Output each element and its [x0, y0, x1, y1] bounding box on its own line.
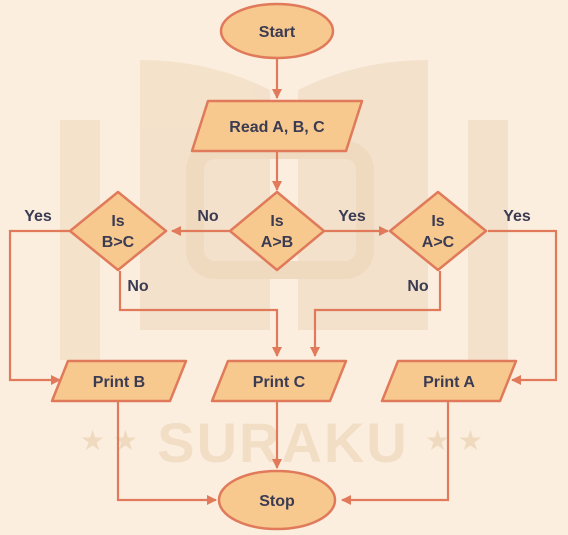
stop-label: Stop — [259, 493, 295, 510]
decision-a-gt-b: Is A>B — [228, 190, 326, 272]
label-ab-yes: Yes — [338, 208, 366, 225]
watermark-text: SURAKU — [157, 411, 409, 474]
decision-b-gt-c: Is B>C — [68, 190, 168, 272]
decision-ab-line1: Is — [270, 213, 283, 230]
watermark-star-right: ★ ★ — [425, 425, 483, 456]
print-b-node: Print B — [50, 359, 188, 403]
decision-ac-line1: Is — [431, 213, 444, 230]
decision-bc-line2: B>C — [102, 234, 135, 251]
label-ab-no: No — [197, 208, 219, 225]
print-c-label: Print C — [253, 374, 306, 391]
watermark-star-left: ★ ★ — [80, 425, 138, 456]
decision-bc-line1: Is — [111, 213, 124, 230]
label-bc-no: No — [127, 278, 149, 295]
edge-ac-yes — [488, 229, 558, 385]
print-b-label: Print B — [93, 374, 145, 391]
label-bc-yes: Yes — [24, 208, 52, 225]
print-a-label: Print A — [423, 374, 475, 391]
edge-printa-stop — [341, 402, 450, 505]
edge-bc-yes — [8, 229, 70, 385]
read-label: Read A, B, C — [229, 119, 325, 136]
label-ac-no: No — [407, 278, 429, 295]
edge-ac-no — [310, 271, 442, 357]
start-node: Start — [219, 2, 335, 60]
edge-printb-stop — [116, 402, 217, 505]
edges — [8, 58, 558, 505]
label-ac-yes: Yes — [503, 208, 531, 225]
decision-ac-line2: A>C — [422, 234, 455, 251]
read-input-node: Read A, B, C — [190, 99, 364, 153]
print-a-node: Print A — [380, 359, 518, 403]
print-c-node: Print C — [210, 359, 348, 403]
edge-bc-no — [118, 271, 282, 357]
decision-ab-line2: A>B — [261, 234, 293, 251]
decision-a-gt-c: Is A>C — [388, 190, 488, 272]
stop-node: Stop — [217, 469, 337, 531]
start-label: Start — [259, 24, 296, 41]
